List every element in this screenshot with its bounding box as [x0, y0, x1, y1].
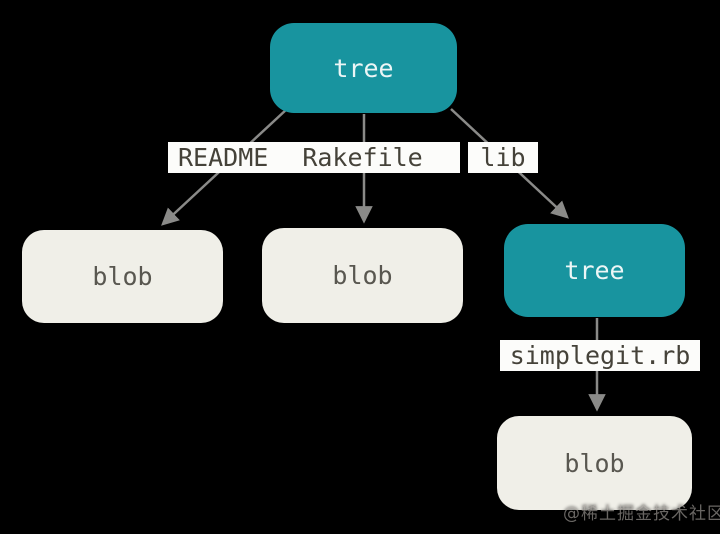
node-blob-rakefile-label: blob — [332, 261, 393, 290]
edge-label-simplegit-text: simplegit.rb — [509, 341, 691, 370]
edge-label-readme-rakefile: README Rakefile — [168, 142, 460, 173]
edge-label-readme: README — [178, 143, 269, 172]
node-blob-simplegit-label: blob — [564, 448, 625, 478]
node-tree-lib-label: tree — [564, 256, 625, 285]
node-tree-root: tree — [270, 23, 457, 113]
edge-label-simplegit-rb: simplegit.rb — [500, 340, 700, 371]
node-tree-lib: tree — [504, 224, 685, 317]
edge-label-lib-text: lib — [480, 143, 526, 172]
node-blob-rakefile: blob — [262, 228, 463, 323]
node-blob-simplegit: blob — [497, 416, 692, 510]
edge-label-rakefile: Rakefile — [302, 143, 423, 172]
node-blob-readme-label: blob — [92, 262, 153, 291]
edge-label-lib: lib — [468, 142, 538, 173]
watermark: @稀土掘金技术社区 — [563, 504, 720, 524]
node-blob-readme: blob — [22, 230, 223, 323]
node-tree-root-label: tree — [333, 53, 394, 83]
